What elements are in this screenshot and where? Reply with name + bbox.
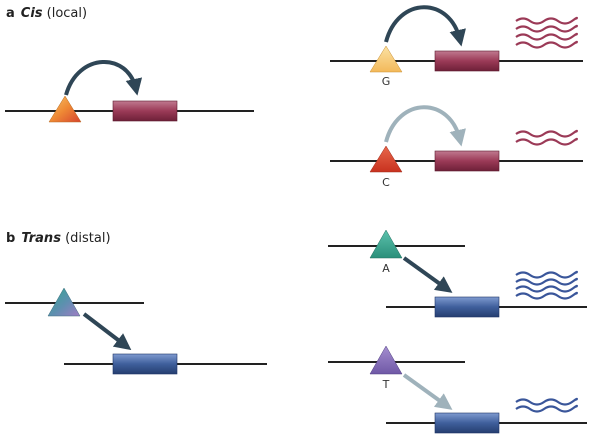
- panel-a-label: a Cis (local): [6, 6, 87, 21]
- panel-b-letter: b: [6, 231, 16, 246]
- variant-triangle: [48, 95, 82, 123]
- trans-allele-a-locus: A: [328, 229, 587, 318]
- panel-a-letter: a: [6, 6, 15, 21]
- regulatory-arrow: [402, 373, 453, 410]
- cis-general-locus: [5, 60, 254, 123]
- regulatory-arrow: [64, 60, 143, 96]
- regulatory-arrow: [384, 5, 466, 47]
- gene-box: [112, 100, 178, 122]
- gene-box: [434, 50, 500, 72]
- trans-allele-t-locus: T: [328, 345, 587, 434]
- cis-allele-c-locus: C: [330, 105, 583, 189]
- variant-triangle-g: [369, 45, 403, 73]
- transcript-waves-low: [515, 129, 578, 146]
- variant-triangle-c: [369, 145, 403, 173]
- allele-label-g: G: [382, 75, 391, 88]
- panel-b-title: Trans: [21, 231, 61, 246]
- allele-label-c: C: [382, 176, 390, 189]
- variant-triangle-a: [369, 229, 403, 259]
- transcript-waves-high: [515, 16, 578, 49]
- panel-b-subtitle: (distal): [60, 231, 111, 246]
- gene-box: [434, 296, 500, 318]
- allele-label-a: A: [382, 262, 390, 275]
- variant-triangle-t: [369, 345, 403, 375]
- gene-box: [434, 412, 500, 434]
- panel-a-subtitle: (local): [42, 6, 88, 21]
- panel-a-title: Cis: [20, 6, 43, 21]
- cis-allele-g-locus: G: [330, 5, 583, 88]
- regulatory-arrow: [384, 105, 466, 147]
- gene-box: [112, 353, 178, 375]
- panel-b-label: b Trans (distal): [6, 231, 111, 246]
- gene-box: [434, 150, 500, 172]
- transcript-waves-low: [515, 397, 578, 413]
- allele-label-t: T: [382, 378, 390, 391]
- regulatory-arrow: [82, 312, 132, 351]
- variant-triangle: [47, 287, 81, 317]
- trans-general-locus: [5, 287, 267, 375]
- regulatory-arrow: [402, 256, 453, 293]
- transcript-waves-high: [515, 270, 578, 300]
